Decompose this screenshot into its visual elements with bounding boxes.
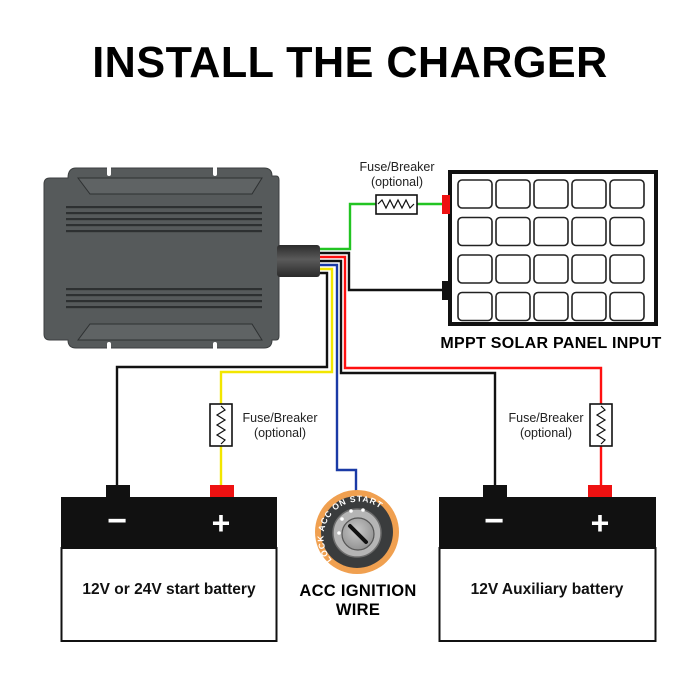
mount-notch xyxy=(107,342,111,352)
solar-panel: MPPT SOLAR PANEL INPUT xyxy=(440,170,661,352)
fuse-solar: Fuse/Breaker (optional) xyxy=(359,160,435,215)
solar-cell xyxy=(609,179,645,209)
solar-panel-label: MPPT SOLAR PANEL INPUT xyxy=(440,335,661,352)
battery-positive-post xyxy=(210,485,234,498)
negative-symbol: − xyxy=(484,502,504,540)
fuse-label-line2: (optional) xyxy=(254,426,306,440)
charger-body xyxy=(43,167,280,349)
solar-positive-terminal xyxy=(442,195,450,214)
negative-symbol: − xyxy=(107,502,127,540)
fuse-label-line1: Fuse/Breaker xyxy=(242,411,317,425)
fuse-label-line2: (optional) xyxy=(371,175,423,189)
solar-cell xyxy=(571,291,607,322)
ignition-label-line1: ACC IGNITION xyxy=(299,582,416,600)
mount-notch xyxy=(213,342,217,352)
aux-battery-label: 12V Auxiliary battery xyxy=(471,581,624,598)
solar-cell xyxy=(571,254,607,284)
solar-cell xyxy=(457,254,493,284)
solar-cell xyxy=(609,216,645,247)
solar-cell xyxy=(609,254,645,284)
position-dot xyxy=(340,517,344,521)
fuse-icon xyxy=(375,194,418,215)
fuse-label-line1: Fuse/Breaker xyxy=(359,160,434,174)
solar-negative-terminal xyxy=(442,281,450,300)
solar-cell xyxy=(533,216,569,247)
solar-cell xyxy=(495,254,531,284)
start-battery: − + 12V or 24V start battery xyxy=(60,485,278,642)
battery-top xyxy=(439,497,656,548)
mount-notch xyxy=(213,166,217,176)
solar-cell xyxy=(571,179,607,209)
aux-battery: − + 12V Auxiliary battery xyxy=(438,485,657,642)
battery-body xyxy=(60,547,278,642)
solar-cell xyxy=(533,179,569,209)
solar-cell xyxy=(457,179,493,209)
charger-bottom-plate xyxy=(77,323,263,341)
fuse-aux-battery: Fuse/Breaker (optional) xyxy=(508,403,613,447)
solar-cell xyxy=(495,216,531,247)
wire-red-aux-positive xyxy=(320,255,603,404)
battery-body xyxy=(438,547,657,642)
wire-black-aux-negative xyxy=(320,259,497,486)
charger-top-plate xyxy=(77,177,263,195)
key-slot-icon xyxy=(348,524,368,544)
battery-negative-post xyxy=(483,485,507,498)
battery-positive-post xyxy=(588,485,612,498)
position-dot xyxy=(361,508,365,512)
battery-top xyxy=(61,497,277,548)
solar-cell xyxy=(495,179,531,209)
positive-symbol: + xyxy=(212,505,231,541)
wire-yellow-start-positive xyxy=(219,267,334,404)
solar-cell xyxy=(533,254,569,284)
solar-cells xyxy=(457,179,645,322)
wires xyxy=(115,202,603,497)
fuse-icon xyxy=(589,403,613,447)
battery-negative-post xyxy=(106,485,130,498)
charger-unit xyxy=(43,166,320,352)
mount-notch xyxy=(107,166,111,176)
solar-cell xyxy=(609,291,645,322)
solar-cell xyxy=(495,291,531,322)
positive-symbol: + xyxy=(591,505,610,541)
solar-cell xyxy=(457,216,493,247)
cable-gland xyxy=(277,245,320,277)
wire-black-solar-negative xyxy=(320,251,442,292)
wire-blue-ignition xyxy=(320,263,358,497)
fuse-start-battery: Fuse/Breaker (optional) xyxy=(209,403,318,447)
position-dot xyxy=(349,509,353,513)
wire-green-solar-positive xyxy=(320,202,376,251)
fuse-icon xyxy=(209,403,233,447)
ignition-label-line2: WIRE xyxy=(336,601,380,619)
ignition-switch: LOCK ACC ON START ACC IGNITION WIRE xyxy=(299,490,416,619)
position-dot xyxy=(337,531,341,535)
solar-cell xyxy=(533,291,569,322)
solar-cell xyxy=(457,291,493,322)
vent-slots-top xyxy=(66,206,262,233)
fuse-label-line2: (optional) xyxy=(520,426,572,440)
vent-slots-bottom xyxy=(66,288,262,309)
page-title: INSTALL THE CHARGER xyxy=(92,38,608,87)
solar-cell xyxy=(571,216,607,247)
wire-black-start-negative xyxy=(115,271,329,486)
start-battery-label: 12V or 24V start battery xyxy=(82,581,256,598)
fuse-label-line1: Fuse/Breaker xyxy=(508,411,583,425)
